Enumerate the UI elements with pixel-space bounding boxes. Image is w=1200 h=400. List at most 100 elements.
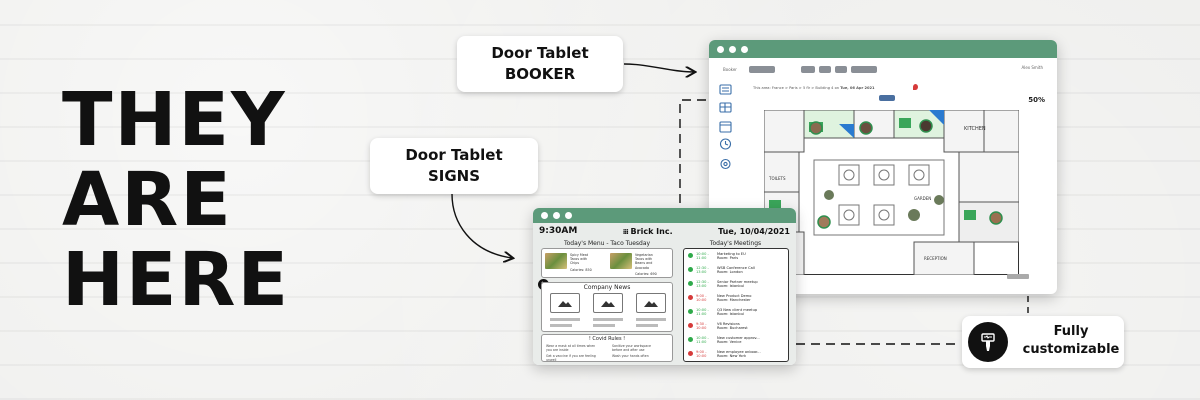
booker-filter-chip[interactable] [835, 66, 847, 73]
callout-booker-line-1: Door Tablet [491, 44, 589, 62]
rules-panel: ! Covid Rules ! Wear a mask at all times… [541, 334, 673, 362]
menu-item-calories: Calories: 850 [570, 267, 592, 272]
callout-custom-line-1: Fully [1053, 324, 1089, 339]
news-card[interactable] [550, 293, 580, 313]
meeting-row[interactable]: 10:00 - 11:00 New customer approv...Room… [688, 336, 760, 345]
meeting-title: WSB Conference Call [717, 266, 755, 270]
meeting-title: V6 Revisions [717, 322, 740, 326]
meeting-status-dot [688, 309, 693, 314]
meeting-room: Room: Manchester [717, 298, 751, 303]
news-card[interactable] [593, 293, 623, 313]
calendar-icon [719, 121, 732, 133]
menu-item-calories: Calories: 690 [635, 271, 657, 276]
booker-filter-chip[interactable] [801, 66, 815, 73]
meeting-status-dot [688, 351, 693, 356]
news-card[interactable] [636, 293, 666, 313]
booker-date-chip[interactable] [749, 66, 775, 73]
signs-brand-name: Brick Inc. [630, 226, 673, 236]
meeting-room: Room: New York [717, 354, 747, 359]
rule-item: Get a vaccine if you are feeling unwell [546, 354, 596, 362]
callout-booker: Door Tablet BOOKER [457, 36, 623, 92]
news-text-line [636, 324, 658, 327]
callout-booker-line-2: BOOKER [504, 65, 576, 83]
meeting-title: Marketing to EU [717, 252, 746, 256]
dashed-connector-left [679, 99, 706, 208]
meetings-title: Today's Meetings [709, 240, 762, 247]
rule-item: Wear a mask at all times when you are in… [546, 344, 596, 352]
booker-label: Booker [723, 67, 737, 72]
room-label-kitchen: KITCHEN [964, 126, 986, 132]
news-text-line [550, 318, 580, 321]
gear-icon [720, 158, 731, 170]
clock-icon [719, 138, 732, 150]
window-dot-icon [717, 45, 724, 53]
news-title: Company News [583, 284, 631, 291]
meeting-room: Room: Venice [717, 340, 742, 345]
menu-item-text: Vegetarian Tacos with Beans and Avocado … [635, 253, 659, 276]
headline: THEY ARE HERE [62, 80, 322, 320]
booker-toolbar: Booker Alex Smith [709, 58, 1057, 86]
meeting-status-dot [688, 281, 693, 286]
room-label-toilets: TOILETS [768, 176, 786, 181]
location-pin-icon [913, 84, 918, 90]
callout-signs-line-1: Door Tablet [405, 146, 503, 164]
floor-plan[interactable]: KITCHEN GARDEN RECEPTION TOILETS [764, 110, 1019, 275]
window-dot-icon [565, 212, 572, 219]
booker-filter-chip[interactable] [819, 66, 831, 73]
meeting-status-dot [688, 337, 693, 342]
meeting-time: 10:00 - 11:00 [696, 252, 709, 261]
image-placeholder-icon [644, 301, 658, 307]
meeting-room: Room: Bucharest [717, 326, 748, 331]
booker-user: Alex Smith [1021, 65, 1043, 70]
callout-custom: Fully customizable [962, 316, 1124, 368]
image-placeholder-icon [601, 301, 615, 307]
rules-title: ! Covid Rules ! [588, 336, 626, 342]
menu-item-name: Spicy Meat Tacos with Chips [570, 253, 589, 266]
signs-date: Tue, 10/04/2021 [718, 226, 790, 236]
news-text-line [550, 324, 572, 327]
booker-breadcrumb-text: This area: France > Paris > 5 flr > Buil… [753, 86, 840, 90]
signs-time: 9:30AM [539, 226, 578, 236]
meeting-title: New Product Demo [717, 294, 752, 298]
room-label-reception: RECEPTION [924, 256, 947, 261]
headline-line-2: ARE [62, 157, 233, 243]
menu-item: Spicy Meat Tacos with Chips Calories: 85… [545, 253, 594, 272]
food-photo [545, 253, 567, 269]
booker-arrow [623, 63, 694, 72]
meeting-status-dot [688, 267, 693, 272]
meeting-time: 10:00 - 11:00 [696, 336, 709, 345]
zoom-control[interactable] [879, 95, 895, 101]
paintbrush-icon [968, 322, 1008, 362]
menu-item-text: Spicy Meat Tacos with Chips Calories: 85… [570, 253, 594, 272]
meeting-title: New employee onboar... [717, 350, 761, 354]
signs-brand: ⁝⁝⁝ Brick Inc. [623, 227, 673, 236]
booker-sidebar [719, 84, 735, 188]
brand-grid-icon: ⁝⁝⁝ [622, 227, 629, 236]
rule-item: Wash your hands often [612, 354, 649, 358]
booker-breadcrumb: This area: France > Paris > 5 flr > Buil… [753, 86, 875, 90]
meeting-status-dot [688, 253, 693, 258]
menu-item-name: Vegetarian Tacos with Beans and Avocado [635, 253, 653, 270]
headline-line-3: HERE [62, 237, 291, 323]
occupancy-percent: 50% [1028, 96, 1045, 104]
meeting-time: 12:30 - 13:00 [696, 280, 709, 289]
signs-window: 9:30AM ⁝⁝⁝ Brick Inc. Tue, 10/04/2021 To… [533, 208, 796, 365]
booker-filter-chip[interactable] [851, 66, 877, 73]
meeting-room: Room: Istanbul [717, 312, 744, 317]
meeting-status-dot [688, 323, 693, 328]
news-text-line [593, 324, 615, 327]
menu-title: Today's Menu - Taco Tuesday [563, 240, 651, 247]
window-dot-icon [541, 212, 548, 219]
rule-item: Sanitize your workspace before and after… [612, 344, 651, 352]
map-scale-bar [1007, 274, 1029, 279]
meeting-row[interactable]: 9:00 - 10:00 New employee onboar...Room:… [688, 350, 761, 359]
